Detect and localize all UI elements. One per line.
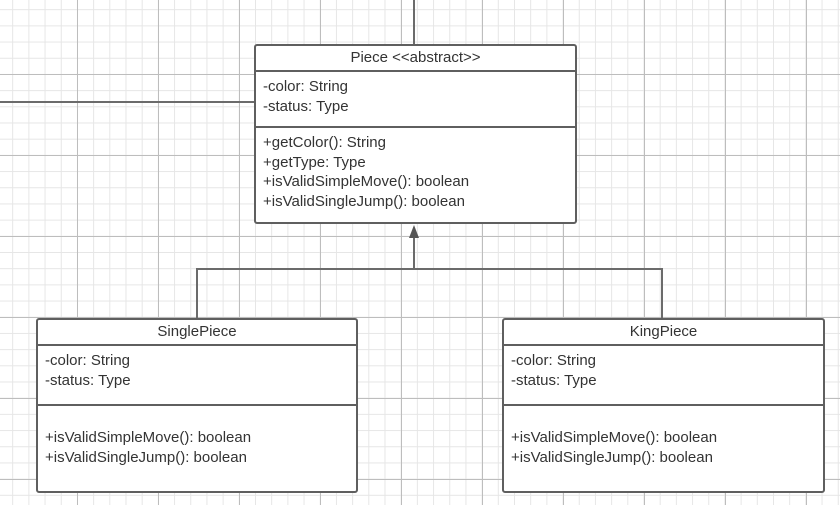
inheritance-arrowhead <box>409 225 419 238</box>
inheritance-branch-king <box>414 268 663 318</box>
attribute: -color: String <box>263 78 349 95</box>
class-single-piece-attributes: -color: String -status: Type <box>38 346 356 406</box>
attribute: -color: String <box>511 352 597 369</box>
class-king-piece-name: KingPiece <box>504 320 823 346</box>
class-piece[interactable]: Piece <<abstract>> -color: String -statu… <box>254 44 577 224</box>
method: +isValidSingleJump(): boolean <box>45 448 247 466</box>
class-single-piece-methods: +isValidSimpleMove(): boolean +isValidSi… <box>38 406 356 467</box>
method: +isValidSimpleMove(): boolean <box>263 173 470 190</box>
attribute: -color: String <box>45 352 131 369</box>
class-piece-name: Piece <<abstract>> <box>256 46 575 72</box>
attribute: -status: Type <box>511 371 597 389</box>
method: +isValidSingleJump(): boolean <box>511 448 713 466</box>
class-piece-methods: +getColor(): String +getType: Type +isVa… <box>256 128 575 211</box>
method: +isValidSimpleMove(): boolean <box>511 429 718 446</box>
class-single-piece[interactable]: SinglePiece -color: String -status: Type… <box>36 318 358 493</box>
class-king-piece[interactable]: KingPiece -color: String -status: Type +… <box>502 318 825 493</box>
inheritance-branch-single <box>196 268 414 318</box>
method: +getColor(): String <box>263 134 386 151</box>
class-king-piece-methods: +isValidSimpleMove(): boolean +isValidSi… <box>504 406 823 467</box>
method: +isValidSingleJump(): boolean <box>263 192 465 210</box>
class-king-piece-attributes: -color: String -status: Type <box>504 346 823 406</box>
method: +isValidSimpleMove(): boolean <box>45 429 252 446</box>
attribute: -status: Type <box>45 371 131 389</box>
class-single-piece-name: SinglePiece <box>38 320 356 346</box>
class-piece-attributes: -color: String -status: Type <box>256 72 575 128</box>
attribute: -status: Type <box>263 97 349 115</box>
method: +getType: Type <box>263 153 366 171</box>
